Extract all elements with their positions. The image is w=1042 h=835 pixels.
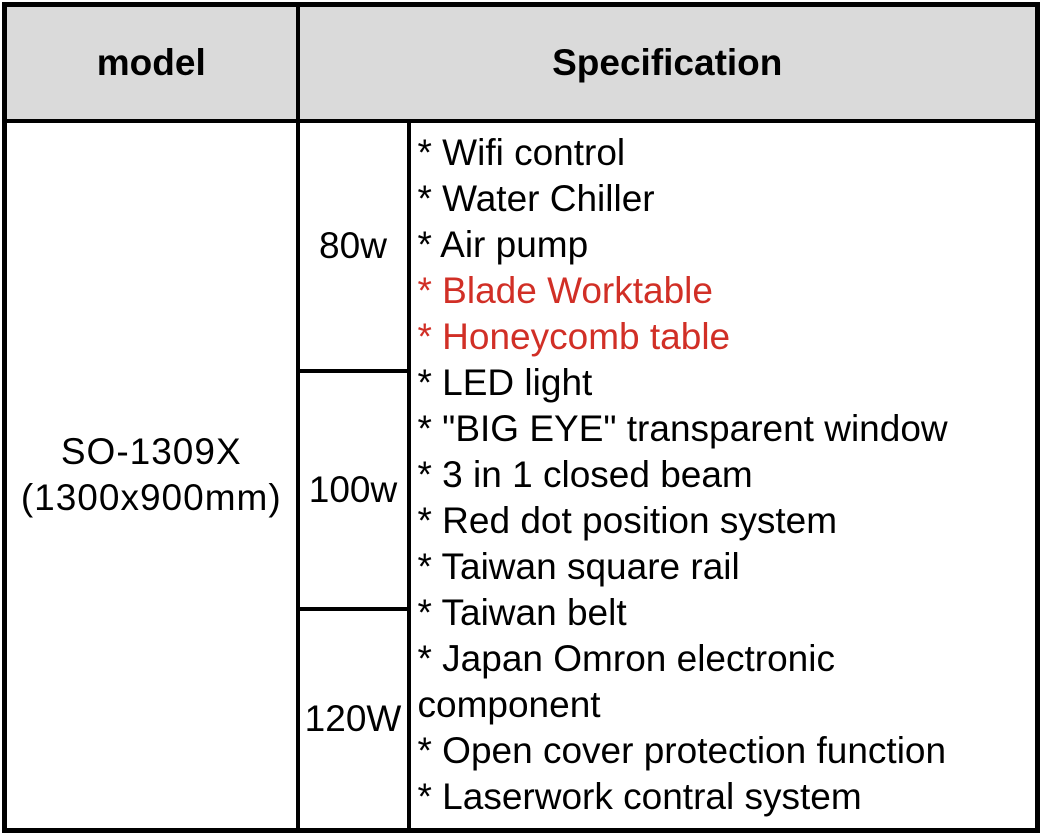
table-row: SO-1309X (1300x900mm) 80w * Wifi control… [2, 118, 1040, 833]
spec-item: * Air pump [417, 223, 589, 265]
spec-item: * "BIG EYE" transparent window [417, 407, 948, 449]
spec-item: * Red dot position system [417, 499, 838, 541]
power-cell-120w: 120W [295, 606, 411, 833]
header-cell-model: model [2, 2, 300, 123]
spec-item: * Blade Worktable [417, 269, 713, 311]
spec-item: * Japan Omron electronic component [417, 637, 835, 725]
spec-item: * Taiwan square rail [417, 545, 740, 587]
table-row: 120W [5, 606, 1038, 833]
spec-item: * Water Chiller [417, 177, 655, 219]
model-name: SO-1309X [60, 431, 242, 473]
model-cell: SO-1309X (1300x900mm) [2, 118, 300, 833]
header-row: model Specification [2, 2, 1040, 123]
spec-item: * Taiwan belt [417, 591, 627, 633]
spec-item: * Honeycomb table [417, 315, 731, 357]
header-cell-specification: Specification [295, 2, 1040, 123]
spec-item: * 3 in 1 closed beam [417, 453, 753, 495]
spec-item: * Wifi control [417, 131, 626, 173]
specs-cell: * Wifi control* Water Chiller* Air pump*… [406, 118, 1040, 833]
spec-item: * Open cover protection function [417, 729, 947, 771]
spec-list: * Wifi control* Water Chiller* Air pump*… [418, 130, 1016, 820]
spec-item: * Laserwork contral system [417, 775, 862, 817]
table-row: 100w [5, 368, 1038, 611]
power-cell-100w: 100w [295, 368, 411, 611]
spec-item: * LED light [417, 361, 593, 403]
model-size: (1300x900mm) [20, 477, 282, 519]
power-cell-80w: 80w [295, 118, 411, 373]
